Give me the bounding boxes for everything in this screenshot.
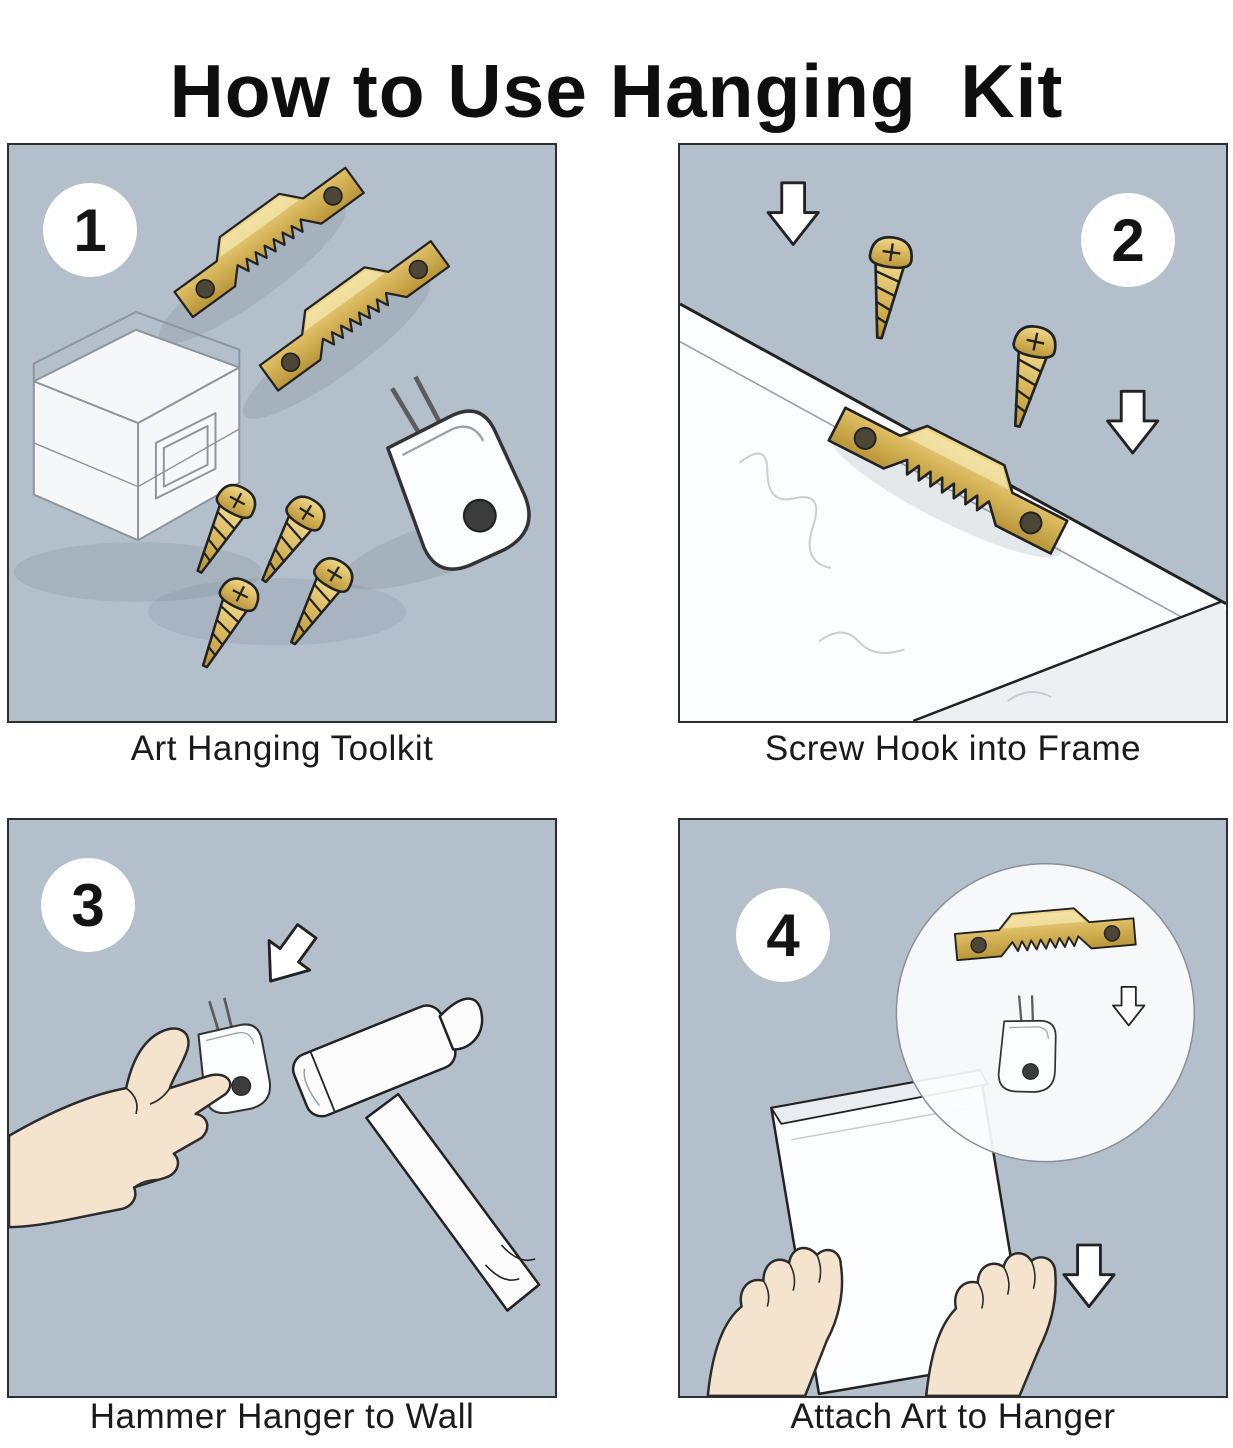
down-arrow-icon <box>1062 1243 1116 1309</box>
panel-step-3: 3 <box>7 818 557 1398</box>
shadow <box>243 278 431 419</box>
panel-step-2: 2 <box>678 143 1228 723</box>
down-arrow-icon <box>248 915 329 998</box>
panel-caption-1: Art Hanging Toolkit <box>130 729 434 768</box>
hand-illustration <box>924 1252 1057 1396</box>
shadow <box>147 577 407 646</box>
screw-into-frame-illustration <box>680 181 1226 721</box>
step-number-badge: 1 <box>43 183 137 277</box>
storage-box-illustration <box>32 310 241 542</box>
panel-caption-3: Hammer Hanger to Wall <box>89 1397 475 1436</box>
magnifier-circle <box>895 863 1195 1163</box>
screw-illustration <box>857 233 916 343</box>
panel-caption-2: Screw Hook into Frame <box>764 729 1142 768</box>
shadow <box>158 203 346 345</box>
hammer-to-wall-illustration <box>9 915 541 1312</box>
down-arrow-icon <box>1106 389 1160 455</box>
hand-illustration <box>9 1027 232 1229</box>
panel-caption-4: Attach Art to Hanger <box>790 1397 1116 1436</box>
toolkit-illustration <box>13 152 555 677</box>
step-number-badge: 4 <box>736 888 830 982</box>
screw-illustration <box>995 321 1061 432</box>
shadow <box>13 542 263 602</box>
panel-step-4: 4 <box>678 818 1228 1398</box>
step-number-badge: 3 <box>41 858 135 952</box>
down-arrow-icon <box>766 181 820 246</box>
hammer-illustration <box>291 997 541 1312</box>
page-title: How to Use Hanging Kit <box>169 49 1064 134</box>
attach-art-illustration <box>706 863 1195 1396</box>
panel-step-1: 1 <box>7 143 557 723</box>
step-number-badge: 2 <box>1081 193 1175 287</box>
frame-board-illustration <box>680 302 1226 721</box>
hand-illustration <box>706 1246 844 1396</box>
